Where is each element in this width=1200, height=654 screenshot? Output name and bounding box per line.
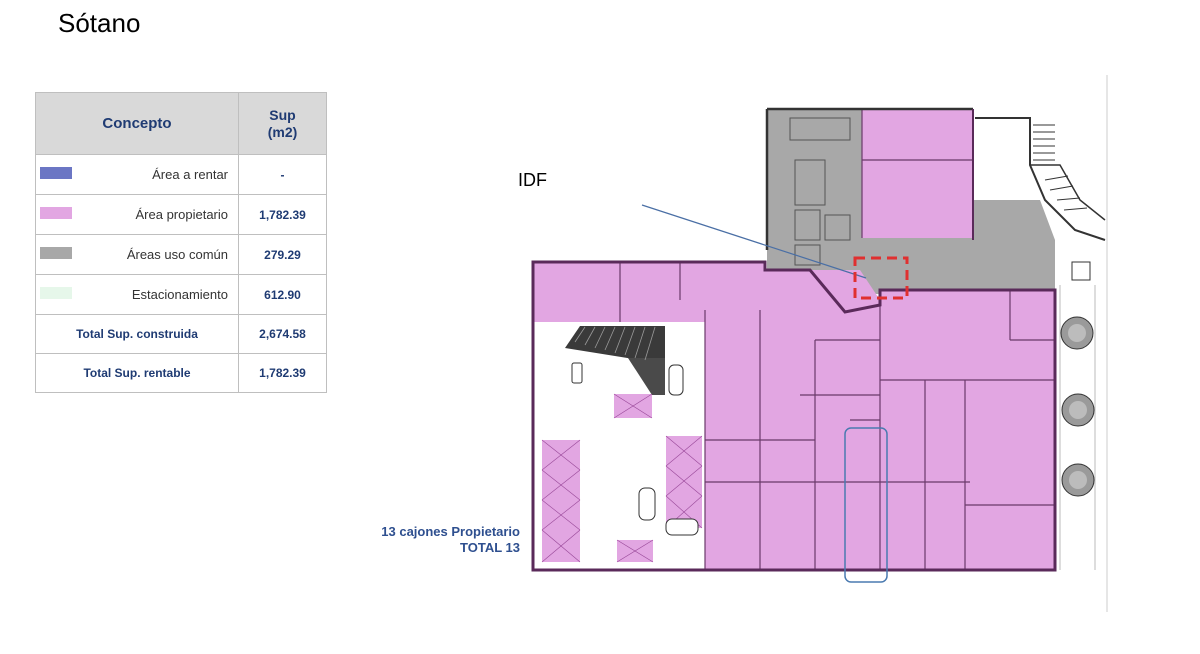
car-icon <box>638 487 656 521</box>
building-footprint <box>533 109 1055 570</box>
ramp <box>565 326 665 360</box>
tree-icon-inner <box>1069 471 1087 489</box>
value-cell: - <box>238 154 327 195</box>
exterior-stair-curve <box>975 117 1106 570</box>
car-icons <box>571 362 699 536</box>
interior-walls <box>619 110 1055 570</box>
value-cell: 279.29 <box>238 234 327 275</box>
car-icon <box>665 518 699 536</box>
building-outline <box>531 260 1057 572</box>
area-summary-table: Concepto Sup (m2) Área a rentar - Área p… <box>35 92 327 393</box>
parking-stalls-west <box>542 440 580 562</box>
header-sup-line2: (m2) <box>267 123 298 140</box>
highlight-box <box>844 427 888 583</box>
parking-stall-marks <box>541 393 703 563</box>
table-row: Área propietario 1,782.39 <box>35 194 327 235</box>
parking-count-label: 13 cajones Propietario TOTAL 13 <box>330 524 520 556</box>
concept-label: Áreas uso común <box>126 247 228 262</box>
total-label: Total Sup. rentable <box>35 353 239 393</box>
table-row: Área a rentar - <box>35 154 327 195</box>
concept-label: Área a rentar <box>152 167 228 182</box>
concept-label: Área propietario <box>135 207 229 222</box>
total-value: 1,782.39 <box>238 353 327 393</box>
color-swatch <box>40 247 72 259</box>
value-cell: 1,782.39 <box>238 194 327 235</box>
idf-label: IDF <box>518 170 547 190</box>
ramp-hatching <box>574 326 656 361</box>
car-icon <box>571 362 583 384</box>
tree-icon-inner <box>1069 401 1087 419</box>
owner-area-upper <box>862 110 972 238</box>
header-sup: Sup (m2) <box>238 92 327 155</box>
total-row: Total Sup. rentable 1,782.39 <box>35 353 327 393</box>
table-row: Estacionamiento 612.90 <box>35 274 327 315</box>
concept-cell: Área a rentar <box>35 154 239 195</box>
ramp-lower <box>628 358 665 395</box>
color-swatch <box>40 287 72 299</box>
tree-icons <box>1060 316 1095 497</box>
concept-label: Estacionamiento <box>131 287 228 302</box>
header-sup-line1: Sup <box>269 106 296 123</box>
parking-count-line2: TOTAL 13 <box>460 540 520 555</box>
page-title: Sótano <box>58 8 141 38</box>
idf-leader-line <box>641 204 867 279</box>
header-concepto: Concepto <box>35 92 239 155</box>
common-area-lobby <box>960 200 1055 290</box>
owner-area-diagonal <box>810 270 880 312</box>
table-header-row: Concepto Sup (m2) <box>35 92 327 155</box>
value-cell: 612.90 <box>238 274 327 315</box>
concept-cell: Estacionamiento <box>35 274 239 315</box>
concept-cell: Área propietario <box>35 194 239 235</box>
idf-marker <box>853 256 909 300</box>
color-swatch <box>40 167 72 179</box>
car-icon <box>668 364 684 396</box>
parking-stalls-east <box>666 436 702 528</box>
tree-icon-inner <box>1068 324 1086 342</box>
parking-count-line1: 13 cajones Propietario <box>381 524 520 539</box>
color-swatch <box>40 207 72 219</box>
